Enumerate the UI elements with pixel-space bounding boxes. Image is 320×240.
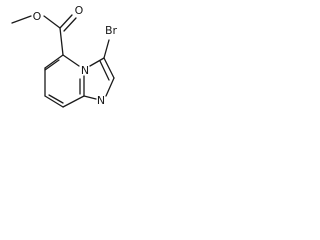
ring-bond-c3-c2 <box>103 57 115 79</box>
ester-o-c-bond <box>43 15 61 29</box>
carbonyl-oxygen-label: O <box>75 4 84 17</box>
ring-bond-c8-c8a <box>62 95 85 108</box>
ring-nitrogen-label: N <box>97 94 105 107</box>
ring-bond-c2-n1 <box>105 77 115 97</box>
ring-bond-n1-c8a <box>83 95 97 100</box>
carbonyl-bond-2 <box>63 17 77 32</box>
chemical-structure-svg: O O Br N N <box>11 4 118 108</box>
methyl-bond <box>11 15 32 24</box>
ester-to-ring-bond <box>59 27 64 56</box>
ring-bond-n4-c3 <box>89 57 105 67</box>
ring-bond-c5-c6 <box>44 54 64 69</box>
ring-bond-c5-c6-inner <box>44 59 60 71</box>
ring-bond-c7-c8-inner <box>48 94 64 104</box>
bridgehead-nitrogen-label: N <box>81 64 89 77</box>
carbonyl-bond-1 <box>59 14 73 29</box>
ring-bond-c3-c2-inner <box>99 60 110 81</box>
c3-br-bond <box>103 39 110 59</box>
ring-bond-c7-c8 <box>44 95 64 108</box>
ester-oxygen-label: O <box>33 10 42 23</box>
ring-bond-n4-c5 <box>62 54 80 67</box>
bromine-label: Br <box>105 24 118 37</box>
molecule-structure-diagram: O O Br N N <box>0 0 172 152</box>
